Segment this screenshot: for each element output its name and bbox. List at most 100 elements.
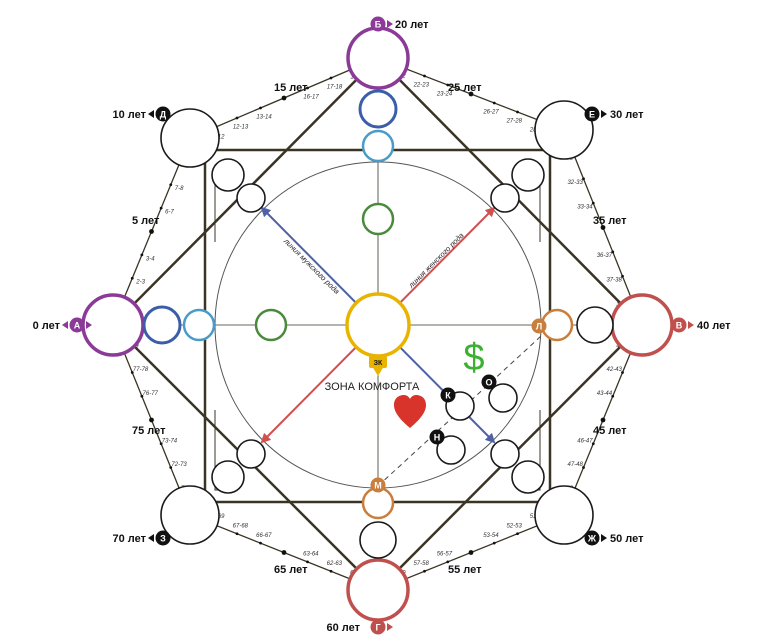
point-d-badge <box>155 106 171 122</box>
tick-label: 66-67 <box>256 533 272 539</box>
badge-pointer <box>387 20 393 28</box>
point-a-letter: А <box>74 320 81 330</box>
tick-label: 63-64 <box>303 552 319 558</box>
tick-label: 12-13 <box>233 124 249 130</box>
tick-label: 23-24 <box>436 91 453 97</box>
point-e-badge <box>584 106 600 122</box>
tick-dot <box>130 371 134 374</box>
point-l-badge <box>531 318 547 334</box>
tick-label: 76-77 <box>143 391 159 397</box>
tick-dot <box>235 116 239 120</box>
age-label-m65: 65 лет <box>274 564 308 576</box>
tl-outer-small <box>211 158 245 192</box>
tick-dot <box>306 86 309 90</box>
tick-label: 47-48 <box>567 462 583 468</box>
tick-label: 57-58 <box>413 561 429 567</box>
age-label-zh: 50 лет <box>610 533 644 545</box>
tick-label: 13-14 <box>256 114 272 120</box>
tick-dot <box>582 177 585 181</box>
point-n-letter: Н <box>434 432 441 442</box>
point-v-circle <box>610 293 674 357</box>
point-b-badge <box>370 16 386 32</box>
tick-dot-mid <box>281 95 287 101</box>
point-v-letter: В <box>676 320 683 330</box>
point-n-badge <box>429 429 445 445</box>
tr-inner-small <box>490 183 520 213</box>
comfort-zone-label: ЗОНА КОМФОРТА <box>325 381 420 393</box>
right-inner-circle <box>576 306 614 344</box>
badge-pointer <box>601 110 607 118</box>
female-line-label: линия женского рода <box>406 231 466 291</box>
tick-dot <box>591 442 595 446</box>
tick-dot <box>235 532 239 536</box>
tick-label: 7-8 <box>175 186 184 192</box>
tick-label: 6-7 <box>165 210 174 216</box>
tick-label: 2-3 <box>135 280 145 286</box>
money-icon: $ <box>463 337 484 379</box>
tick-label: 17-18 <box>327 84 343 90</box>
tick-label: 3-4 <box>146 256 155 262</box>
tick-dot-mid <box>600 225 606 230</box>
tick-label: 37-38 <box>606 278 622 284</box>
tick-dot <box>621 274 624 278</box>
badge-pointer <box>387 623 393 631</box>
tick-label: 22-23 <box>413 82 430 88</box>
tick-dot <box>621 371 624 374</box>
tick-dot <box>329 76 333 80</box>
top-green-circle <box>361 202 395 236</box>
tick-dot <box>169 183 173 187</box>
badge-pointer <box>148 110 154 118</box>
point-k-letter: К <box>445 390 451 400</box>
point-zh-badge <box>584 530 600 546</box>
point-z-circle <box>160 485 220 545</box>
age-label-g: 60 лет <box>327 622 361 634</box>
point-v-badge <box>671 317 687 333</box>
tick-label: 67-68 <box>233 523 249 529</box>
tick-label: 36-37 <box>597 253 613 259</box>
tick-dot <box>259 106 262 110</box>
age-labels: 0 лет 20 лет 40 лет 60 лет 10 лет 30 лет 50 ле… <box>33 19 731 634</box>
tick-dot <box>611 394 615 398</box>
age-label-a: 0 лет <box>33 320 61 332</box>
tick-dot-mid <box>468 91 474 97</box>
age-label-b: 20 лет <box>395 19 429 31</box>
tick-label: 32-33 <box>567 180 583 186</box>
center-circle <box>345 292 411 358</box>
point-b-circle <box>346 26 410 90</box>
top-blue-circle <box>358 89 398 129</box>
tick-dot <box>140 253 144 257</box>
tick-label: 42-43 <box>606 367 622 373</box>
tick-label: 72-73 <box>171 462 187 468</box>
point-zh-circle <box>534 485 594 545</box>
tick-label: 16-17 <box>303 94 319 100</box>
tick-dot <box>516 110 519 114</box>
bl-inner-small <box>236 439 266 469</box>
tick-dot-mid <box>600 417 606 423</box>
tick-label: 56-57 <box>437 552 453 558</box>
tick-label: 53-54 <box>483 533 499 539</box>
tick-dot <box>582 466 585 469</box>
br-inner-small <box>490 439 520 469</box>
tick-dot <box>169 466 173 469</box>
age-label-e: 30 лет <box>610 109 644 121</box>
point-z-badge <box>155 530 171 546</box>
age-label-z: 70 лет <box>113 533 147 545</box>
zk-badge <box>369 356 387 368</box>
tick-label: 26-27 <box>482 109 499 115</box>
tick-dot <box>306 560 309 564</box>
tick-dot <box>492 101 496 105</box>
point-d-circle <box>160 108 220 168</box>
age-label-m15: 15 лет <box>274 82 308 94</box>
tick-dot <box>140 394 144 398</box>
tick-dot-mid <box>281 550 287 555</box>
heart-icon <box>394 395 426 428</box>
badge-pointer <box>688 321 694 329</box>
age-label-v: 40 лет <box>697 320 731 332</box>
tick-label: 43-44 <box>597 391 613 397</box>
tick-dot-mid <box>149 229 154 234</box>
tick-dot <box>130 276 134 280</box>
age-label-d: 10 лет <box>113 109 147 121</box>
point-o-badge <box>481 374 497 390</box>
